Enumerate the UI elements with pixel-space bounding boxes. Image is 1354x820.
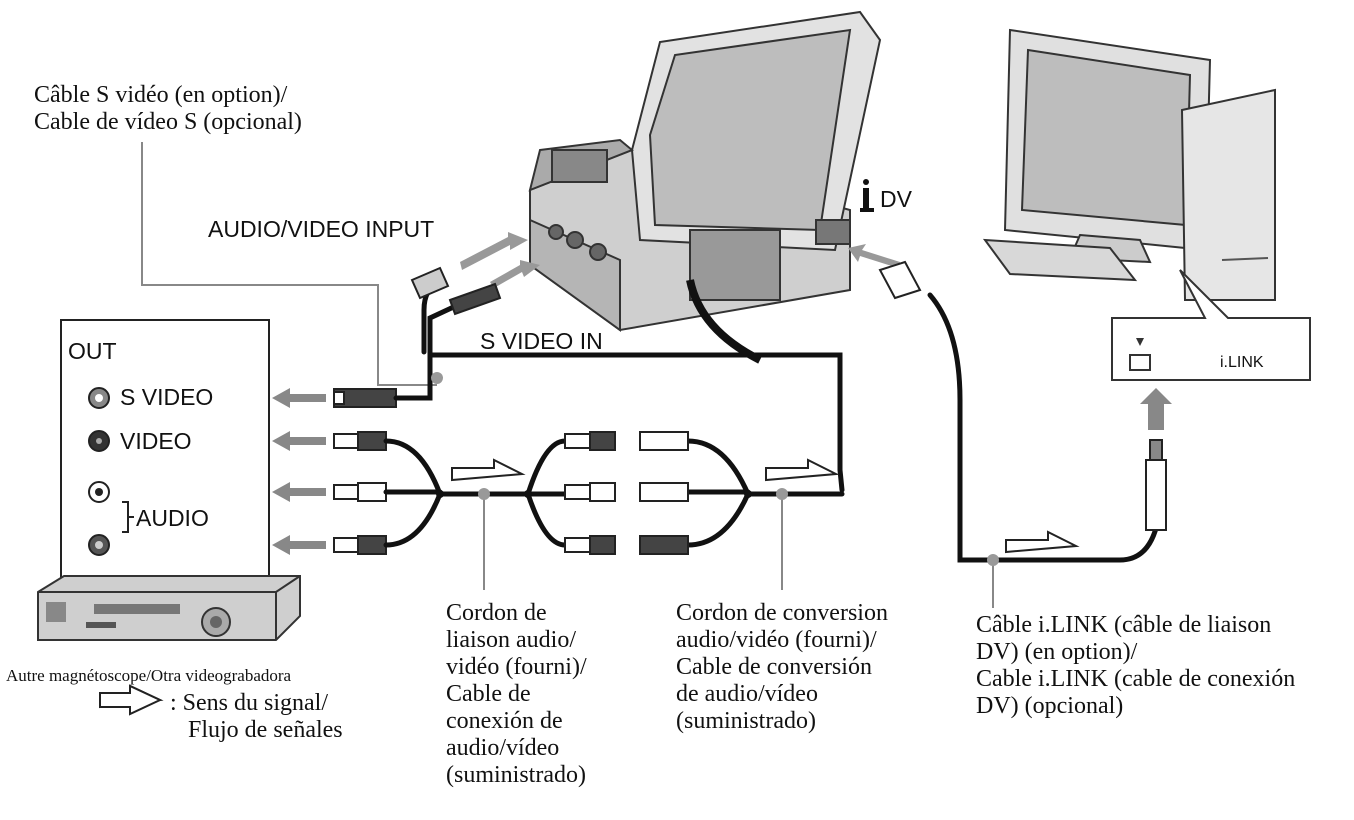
link-cord-line4: Cable de bbox=[446, 681, 531, 707]
legend-arrow-icon bbox=[99, 684, 163, 716]
camcorder-plugs bbox=[410, 260, 1167, 531]
video-out-label: VIDEO bbox=[120, 428, 192, 454]
ilink-port-label: i.LINK bbox=[1220, 354, 1264, 371]
computer-illustration bbox=[982, 28, 1276, 301]
cable-markers bbox=[431, 372, 999, 566]
ilink-cable-line1: Câble i.LINK (câble de liaison bbox=[976, 612, 1272, 638]
dv-label: DV bbox=[880, 186, 912, 212]
out-label: OUT bbox=[68, 338, 117, 364]
link-cord-label: Cordon de liaison audio/ vidéo (fourni)/… bbox=[446, 600, 587, 789]
s-video-in-label: S VIDEO IN bbox=[480, 328, 603, 354]
conversion-cord-line2: audio/vidéo (fourni)/ bbox=[676, 627, 877, 653]
ilink-cable-line2: DV) (en option)/ bbox=[976, 639, 1138, 665]
audio-video-input-label: AUDIO/VIDEO INPUT bbox=[208, 216, 435, 242]
video-jack-icon bbox=[88, 430, 110, 452]
signal-legend-line2: Flujo de señales bbox=[188, 717, 343, 743]
signal-arrows-vcr bbox=[272, 388, 326, 555]
conversion-cord-line5: (suministrado) bbox=[676, 708, 816, 734]
camcorder-illustration bbox=[528, 10, 882, 364]
ilink-callout bbox=[1111, 269, 1311, 430]
conversion-cord-line4: de audio/vídeo bbox=[676, 681, 818, 707]
link-cord-line7: (suministrado) bbox=[446, 762, 586, 788]
s-video-cable-line2: Cable de vídeo S (opcional) bbox=[34, 109, 302, 135]
audio-out-label: AUDIO bbox=[136, 505, 209, 531]
link-cord-line1: Cordon de bbox=[446, 600, 547, 626]
audio-left-jack-icon bbox=[88, 481, 110, 503]
conversion-cord-line3: Cable de conversión bbox=[676, 654, 872, 680]
other-vcr-illustration bbox=[37, 575, 301, 641]
s-video-out-label: S VIDEO bbox=[120, 384, 214, 410]
ilink-cable-line4: DV) (opcional) bbox=[976, 693, 1124, 719]
link-cord-line3: vidéo (fourni)/ bbox=[446, 654, 587, 680]
s-video-cable-label: Câble S vidéo (en option)/ Cable de víde… bbox=[34, 82, 302, 136]
vcr-plugs bbox=[333, 388, 397, 555]
s-video-cable-line1: Câble S vidéo (en option)/ bbox=[34, 82, 288, 108]
input-arrows bbox=[460, 232, 900, 288]
ilink-cable-line3: Cable i.LINK (cable de conexión bbox=[976, 666, 1296, 692]
link-cord-line2: liaison audio/ bbox=[446, 627, 576, 653]
leader-lines bbox=[141, 142, 994, 608]
link-cord-line5: conexión de bbox=[446, 708, 563, 734]
conversion-cord-label: Cordon de conversion audio/vidéo (fourni… bbox=[676, 600, 888, 735]
ilink-cable-label: Câble i.LINK (câble de liaison DV) (en o… bbox=[976, 612, 1295, 720]
middle-plugs bbox=[564, 431, 689, 555]
vcr-output-panel bbox=[60, 319, 270, 591]
s-video-jack-icon bbox=[88, 387, 110, 409]
audio-right-jack-icon bbox=[88, 534, 110, 556]
link-cord-line6: audio/vídeo bbox=[446, 735, 560, 761]
signal-legend-label: : Sens du signal/ Flujo de señales bbox=[170, 690, 343, 744]
cable-junctions bbox=[436, 490, 752, 498]
conversion-cord-line1: Cordon de conversion bbox=[676, 600, 888, 626]
cables bbox=[383, 279, 1161, 563]
ilink-logo-icon bbox=[860, 179, 874, 212]
other-vcr-label: Autre magnétoscope/Otra videograbadora bbox=[6, 666, 292, 685]
signal-legend-line1: : Sens du signal/ bbox=[170, 690, 329, 716]
